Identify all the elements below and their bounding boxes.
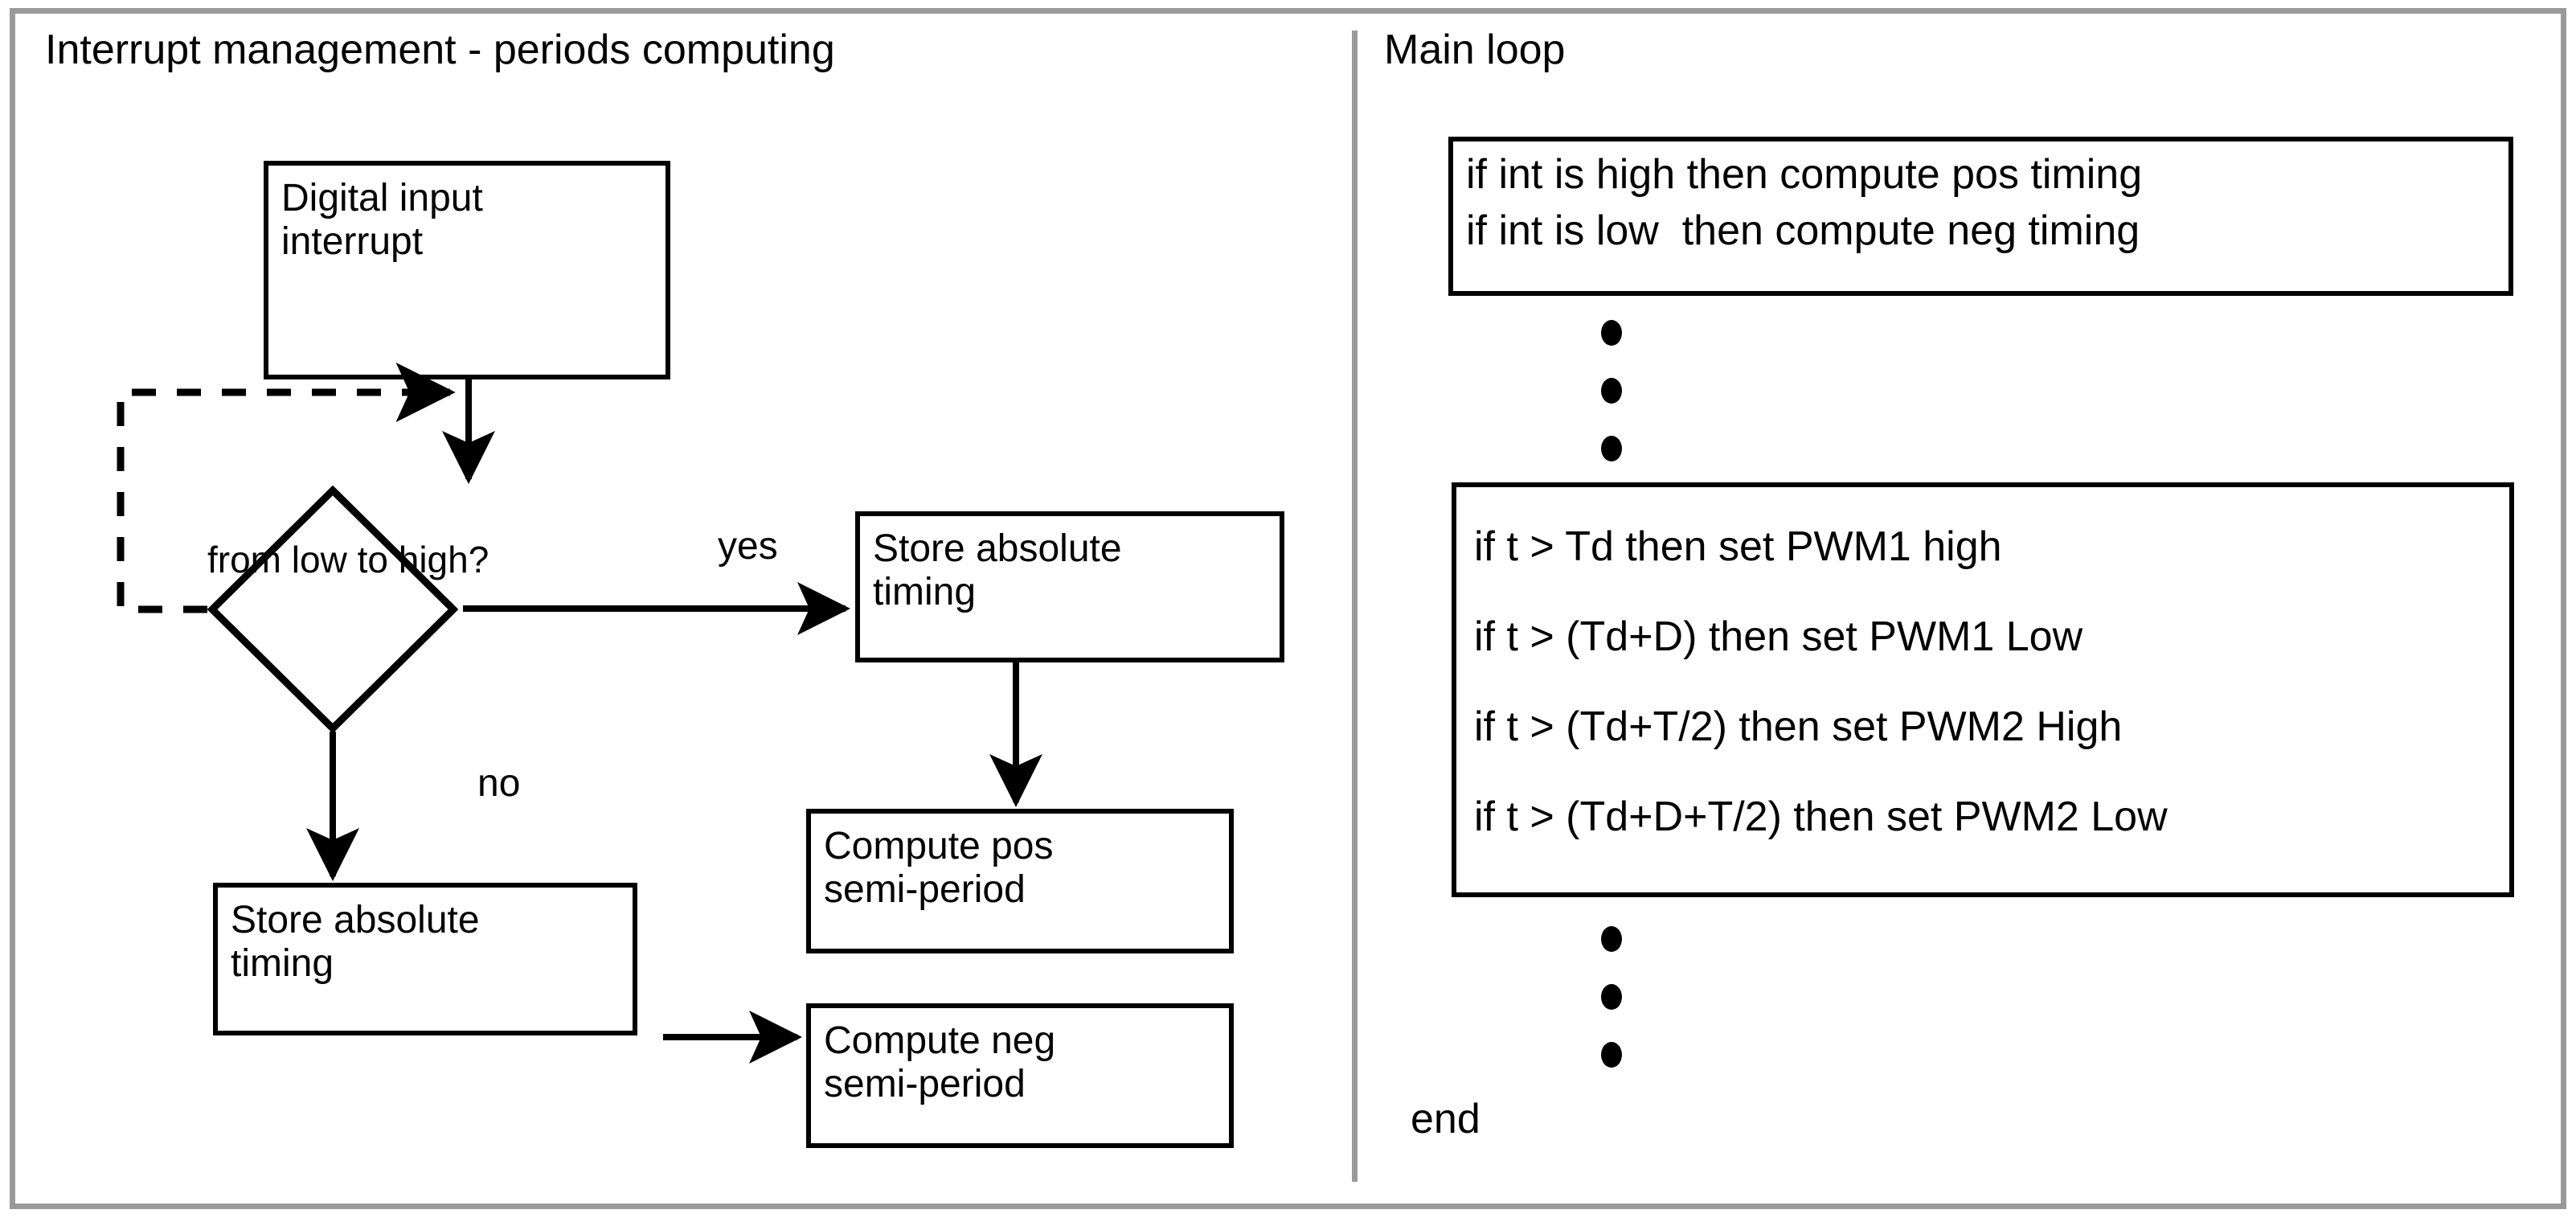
diamond-shape xyxy=(207,486,458,733)
node-line-1: Compute neg xyxy=(824,1019,1056,1062)
edge-label-no: no xyxy=(477,762,521,805)
ellipsis-dot xyxy=(1601,320,1622,346)
node-decision-from-low-to-high[interactable]: from low to high? xyxy=(207,486,489,733)
panel-divider xyxy=(1352,31,1358,1182)
node-line-2: semi-period xyxy=(824,1063,1026,1105)
ellipsis-dot xyxy=(1601,1042,1622,1068)
ellipsis-dot xyxy=(1601,378,1622,404)
node-line-1: Store absolute xyxy=(231,899,480,941)
node-digital-input-interrupt[interactable]: Digital input interrupt xyxy=(264,161,670,379)
node-store-absolute-timing-no[interactable]: Store absolute timing xyxy=(213,883,637,1035)
decision-label: from low to high? xyxy=(207,537,489,582)
edge-label-yes: yes xyxy=(718,525,778,568)
left-panel-title: Interrupt management - periods computing xyxy=(45,27,835,73)
right-panel-title: Main loop xyxy=(1384,27,1566,73)
node-line-1: Compute pos xyxy=(824,825,1054,867)
vertical-ellipsis-top xyxy=(1598,320,1625,461)
node-line-1: Store absolute xyxy=(873,527,1122,570)
code-block-pwm-timing[interactable]: if t > Td then set PWM1 high if t > (Td+… xyxy=(1452,482,2514,897)
node-line-1: Digital input xyxy=(281,177,483,219)
node-line-2: timing xyxy=(873,571,977,613)
code-line: if t > Td then set PWM1 high xyxy=(1474,523,2002,570)
ellipsis-dot xyxy=(1601,926,1622,952)
code-line: if int is low then compute neg timing xyxy=(1466,207,2140,254)
decision-line-1: from low xyxy=(207,539,347,580)
node-line-2: interrupt xyxy=(281,220,424,263)
node-store-absolute-timing-yes[interactable]: Store absolute timing xyxy=(855,511,1284,662)
code-line: if int is high then compute pos timing xyxy=(1466,151,2143,198)
node-compute-neg-semi-period[interactable]: Compute neg semi-period xyxy=(806,1003,1234,1148)
node-line-2: timing xyxy=(231,942,334,985)
ellipsis-dot xyxy=(1601,984,1622,1010)
decision-line-2: to high? xyxy=(357,539,489,580)
node-line-2: semi-period xyxy=(824,868,1026,911)
node-compute-pos-semi-period[interactable]: Compute pos semi-period xyxy=(806,809,1234,953)
end-label: end xyxy=(1411,1096,1480,1142)
vertical-ellipsis-bottom xyxy=(1598,926,1625,1068)
code-line: if t > (Td+T/2) then set PWM2 High xyxy=(1474,703,2123,750)
ellipsis-dot xyxy=(1601,436,1622,461)
code-line: if t > (Td+D) then set PWM1 Low xyxy=(1474,613,2083,660)
code-line: if t > (Td+D+T/2) then set PWM2 Low xyxy=(1474,793,2168,840)
code-block-main-if[interactable]: if int is high then compute pos timing i… xyxy=(1448,137,2513,296)
